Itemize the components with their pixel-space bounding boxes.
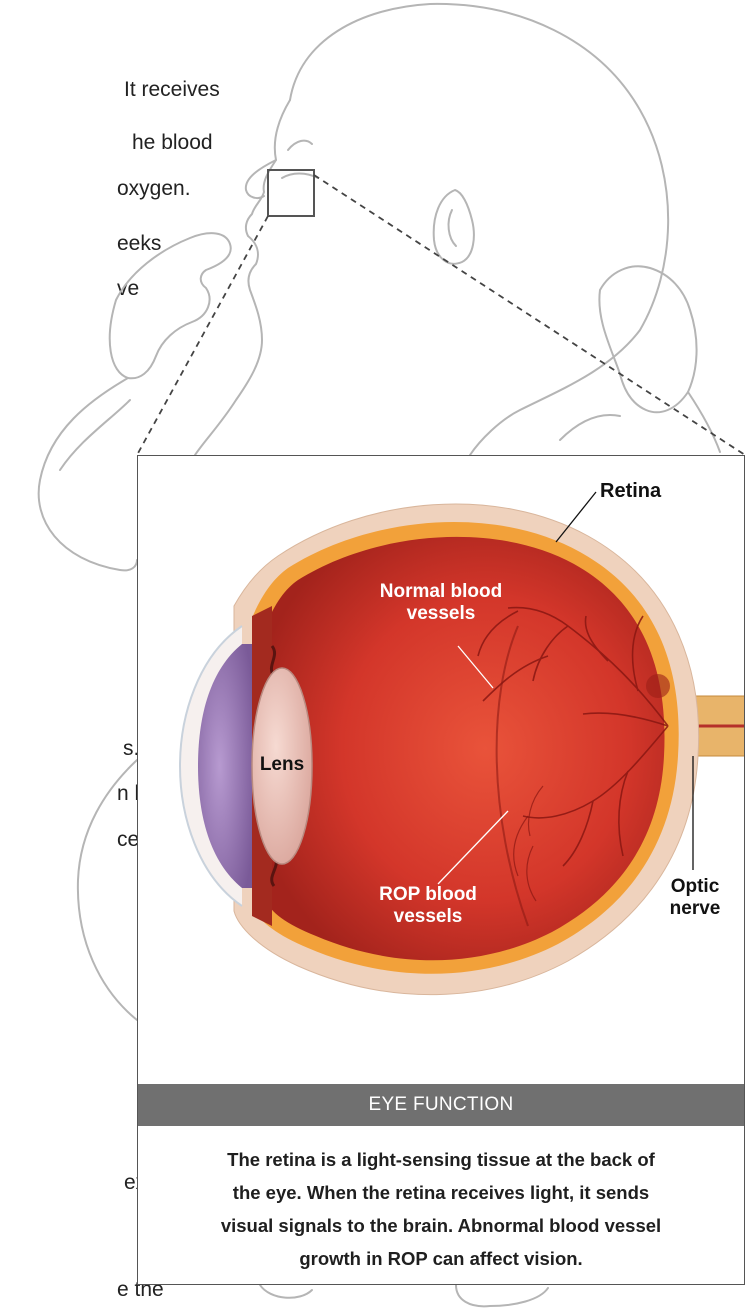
- eye-zoom-box: [268, 170, 314, 216]
- baby-toes-outline: [456, 1285, 548, 1306]
- label-optic-nerve-line2: nerve: [664, 898, 726, 920]
- baby-body-outline: [78, 760, 137, 1020]
- caption-line: visual signals to the brain. Abnormal bl…: [156, 1209, 726, 1242]
- baby-left-hand-outline: [110, 233, 231, 378]
- zoom-line-left: [137, 216, 268, 455]
- label-lens: Lens: [252, 754, 312, 776]
- eye-function-panel: Retina Normal blood vessels Lens ROP blo…: [137, 455, 745, 1285]
- zoom-line-right: [314, 175, 745, 455]
- label-normal-blood-vessels-line1: Normal blood: [356, 581, 526, 603]
- baby-eyebrow-outline: [288, 141, 312, 150]
- baby-foot-outline: [260, 1285, 312, 1298]
- label-normal-blood-vessels-line2: vessels: [356, 603, 526, 625]
- eye-function-title-band: EYE FUNCTION: [138, 1084, 744, 1126]
- label-optic-nerve-line1: Optic: [664, 876, 726, 898]
- baby-right-hand-outline: [599, 266, 696, 412]
- baby-eye-outline: [282, 174, 318, 179]
- caption-line: the eye. When the retina receives light,…: [156, 1176, 726, 1209]
- baby-ear-outline: [434, 190, 474, 264]
- caption-line: The retina is a light-sensing tissue at …: [156, 1143, 726, 1176]
- eye-cross-section-illustration: [138, 456, 744, 1084]
- caption-line: growth in ROP can affect vision.: [156, 1242, 726, 1275]
- label-rop-blood-vessels-line1: ROP blood: [353, 884, 503, 906]
- label-retina: Retina: [600, 480, 661, 502]
- baby-head-outline: [290, 4, 668, 455]
- baby-face-outline: [195, 100, 290, 455]
- label-rop-blood-vessels-line2: vessels: [353, 906, 503, 928]
- baby-ear-inner-outline: [449, 210, 456, 246]
- eye-function-caption: The retina is a light-sensing tissue at …: [156, 1143, 726, 1275]
